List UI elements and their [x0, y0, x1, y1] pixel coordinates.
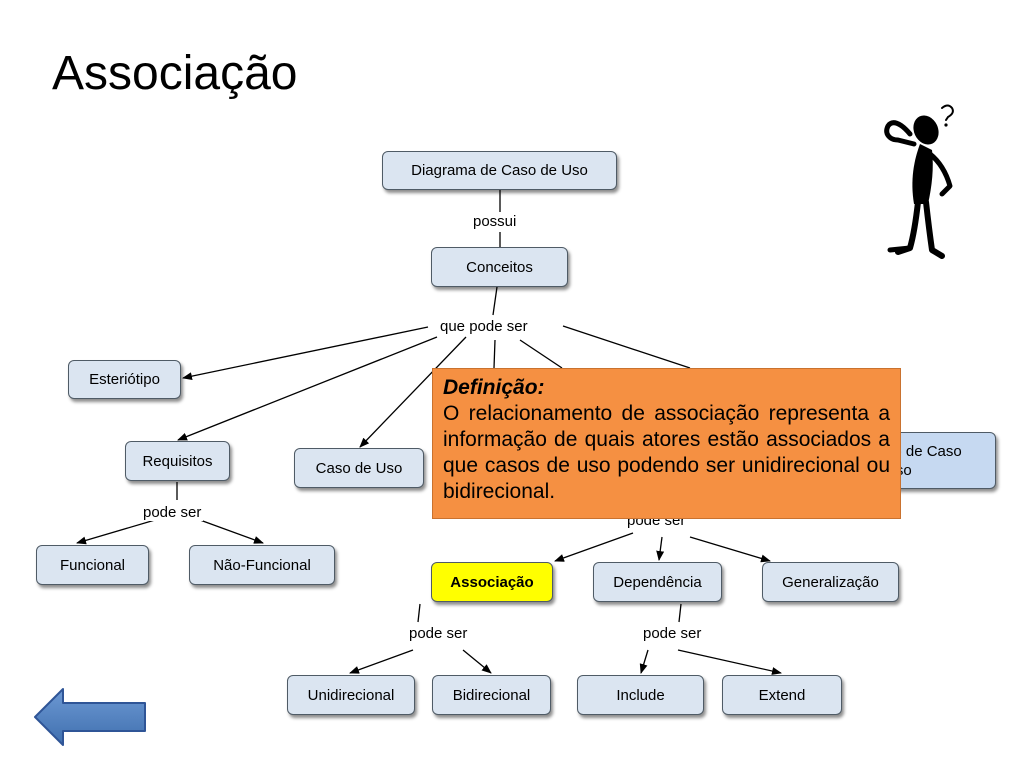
- node-bidirecional: Bidirecional: [432, 675, 551, 715]
- node-esteriotipo: Esteriótipo: [68, 360, 181, 399]
- edge-to-unidirecional: [349, 649, 414, 674]
- back-arrow-icon[interactable]: [33, 687, 149, 747]
- edge-conceitos-label: [492, 286, 498, 316]
- node-generalizacao: Generalização: [762, 562, 899, 602]
- node-nao-funcional: Não-Funcional: [189, 545, 335, 585]
- edge-to-include: [639, 649, 649, 674]
- node-relacao-line1: ão de Caso: [885, 442, 962, 460]
- edge-to-bidirecional: [462, 649, 492, 674]
- edge-to-esteriotipo: [182, 326, 429, 381]
- node-dependencia: Dependência: [593, 562, 722, 602]
- definition-box: Definição: O relacionamento de associaçã…: [432, 368, 901, 519]
- node-conceitos: Conceitos: [431, 247, 568, 287]
- thinking-person-icon: [884, 104, 954, 259]
- label-pode-ser-requisitos: pode ser: [141, 504, 204, 521]
- node-diagrama-de-caso-de-uso: Diagrama de Caso de Uso: [382, 151, 617, 190]
- label-pode-ser-associacao: pode ser: [407, 625, 470, 642]
- node-caso-de-uso: Caso de Uso: [294, 448, 424, 488]
- edge-associacao-label: [417, 603, 421, 623]
- edge-to-center: [493, 339, 496, 369]
- definition-title: Definição:: [443, 376, 545, 399]
- edge-dependencia-label: [678, 603, 682, 623]
- node-funcional: Funcional: [36, 545, 149, 585]
- node-unidirecional: Unidirecional: [287, 675, 415, 715]
- definition-text: O relacionamento de associação represent…: [443, 402, 890, 503]
- edge-to-right-a: [519, 339, 563, 369]
- label-possui: possui: [471, 213, 519, 230]
- label-pode-ser-dependencia: pode ser: [641, 625, 704, 642]
- node-include: Include: [577, 675, 704, 715]
- edge-to-generalizacao: [689, 536, 771, 563]
- edge-to-right-b: [562, 325, 691, 369]
- edge-to-extend: [677, 649, 782, 675]
- node-extend: Extend: [722, 675, 842, 715]
- edge-to-nao-funcional: [199, 519, 264, 544]
- node-associacao: Associação: [431, 562, 553, 602]
- edge-to-requisitos: [177, 336, 438, 441]
- edge-to-funcional: [76, 519, 156, 545]
- label-que-pode-ser: que pode ser: [438, 318, 530, 335]
- edge-to-dependencia: [656, 536, 665, 561]
- slide-title: Associação: [52, 47, 298, 100]
- node-requisitos: Requisitos: [125, 441, 230, 481]
- edge-to-associacao: [554, 532, 634, 562]
- edge-to-caso-de-uso: [359, 336, 467, 448]
